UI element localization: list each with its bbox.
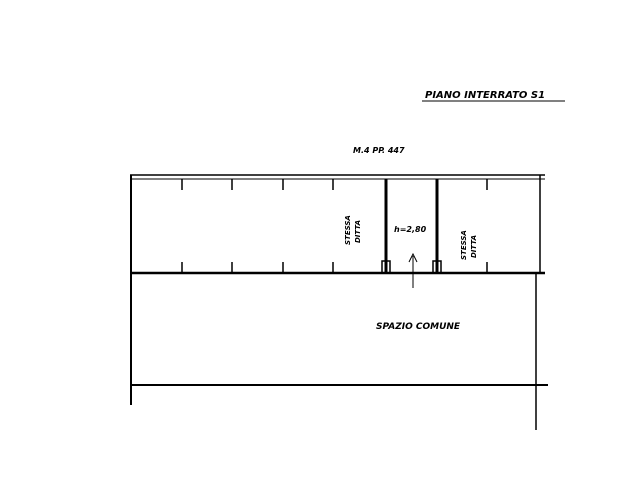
parcel-label: M.4 PP. 447 [353, 146, 405, 155]
tick-marks [181, 179, 488, 273]
svg-text:STESSA: STESSA [460, 230, 468, 260]
room-label-right: STESSA DITTA [460, 230, 478, 260]
ceiling-height-label: h=2,80 [394, 225, 427, 234]
room-label-left: STESSA DITTA [344, 215, 362, 245]
svg-text:STESSA: STESSA [344, 215, 352, 245]
common-area-label: SPAZIO COMUNE [376, 322, 461, 332]
walls [130, 100, 565, 430]
arrow-head-icon [408, 252, 418, 263]
plan-title: PIANO INTERRATO S1 [425, 90, 545, 101]
svg-text:DITTA: DITTA [354, 220, 362, 243]
svg-text:DITTA: DITTA [470, 235, 478, 258]
pillar-left [381, 260, 391, 274]
pillar-right [432, 260, 442, 274]
